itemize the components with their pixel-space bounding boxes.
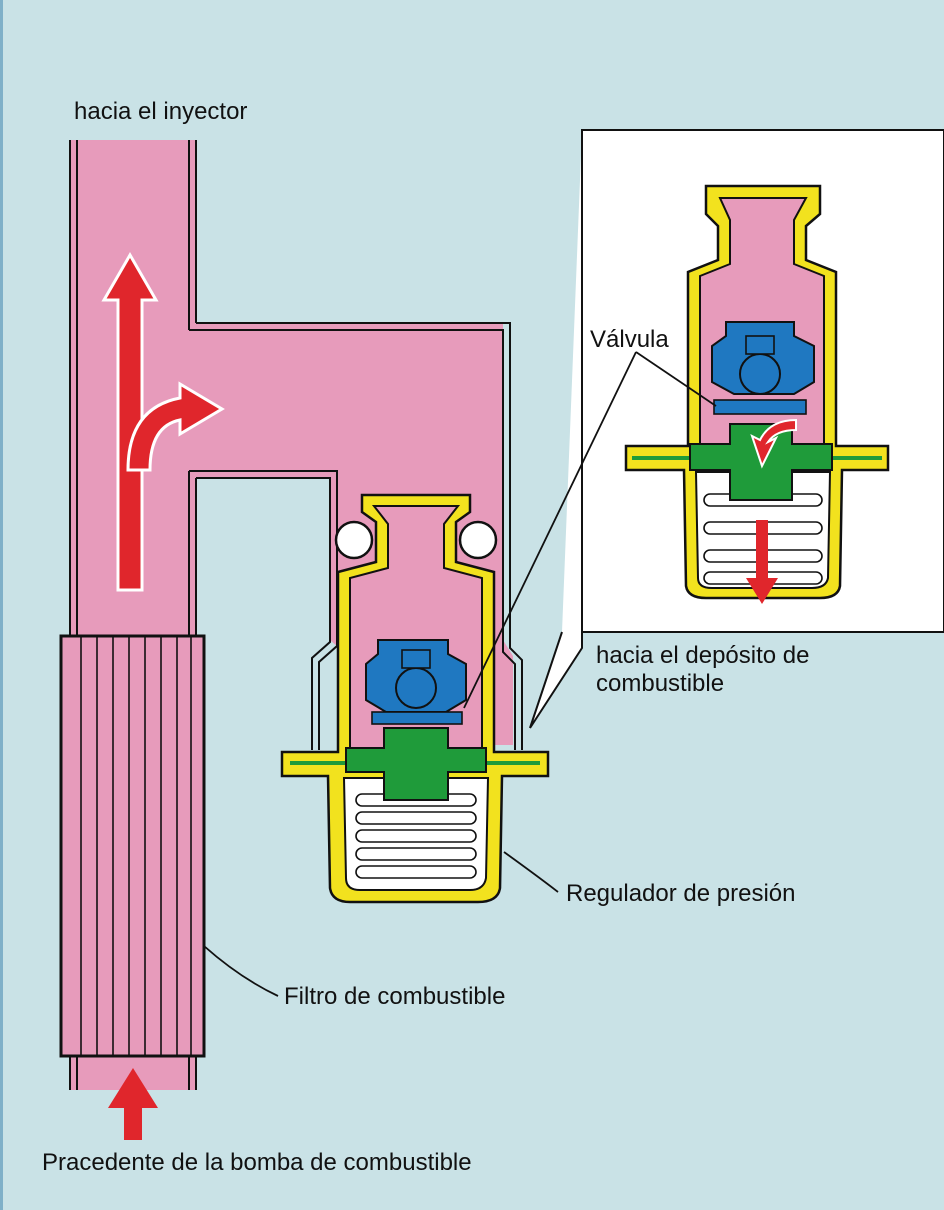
pressure-regulator: [280, 493, 550, 904]
from-fuel-pump-label: Pracedente de la bomba de combustible: [42, 1149, 472, 1176]
fuel-filter: [59, 634, 206, 1058]
to-injector-label: hacia el inyector: [74, 98, 248, 125]
fuel-filter-label: Filtro de combustible: [284, 983, 506, 1010]
left-border: [0, 0, 3, 1210]
to-fuel-tank-label-line1: hacia el depósito de: [596, 642, 810, 669]
leader-lines: [203, 351, 717, 997]
to-fuel-tank-label-line2: combustible: [596, 670, 725, 697]
flow-arrow-branch: [126, 381, 225, 472]
inset-regulator: [624, 184, 890, 604]
pressure-regulator-label: Regulador de presión: [566, 880, 796, 907]
to-fuel-tank-label: hacia el depósito de combustible: [596, 642, 810, 698]
inlet-arrow: [108, 1068, 158, 1140]
flow-arrow-up: [101, 252, 159, 592]
valve-label: Válvula: [590, 326, 669, 353]
